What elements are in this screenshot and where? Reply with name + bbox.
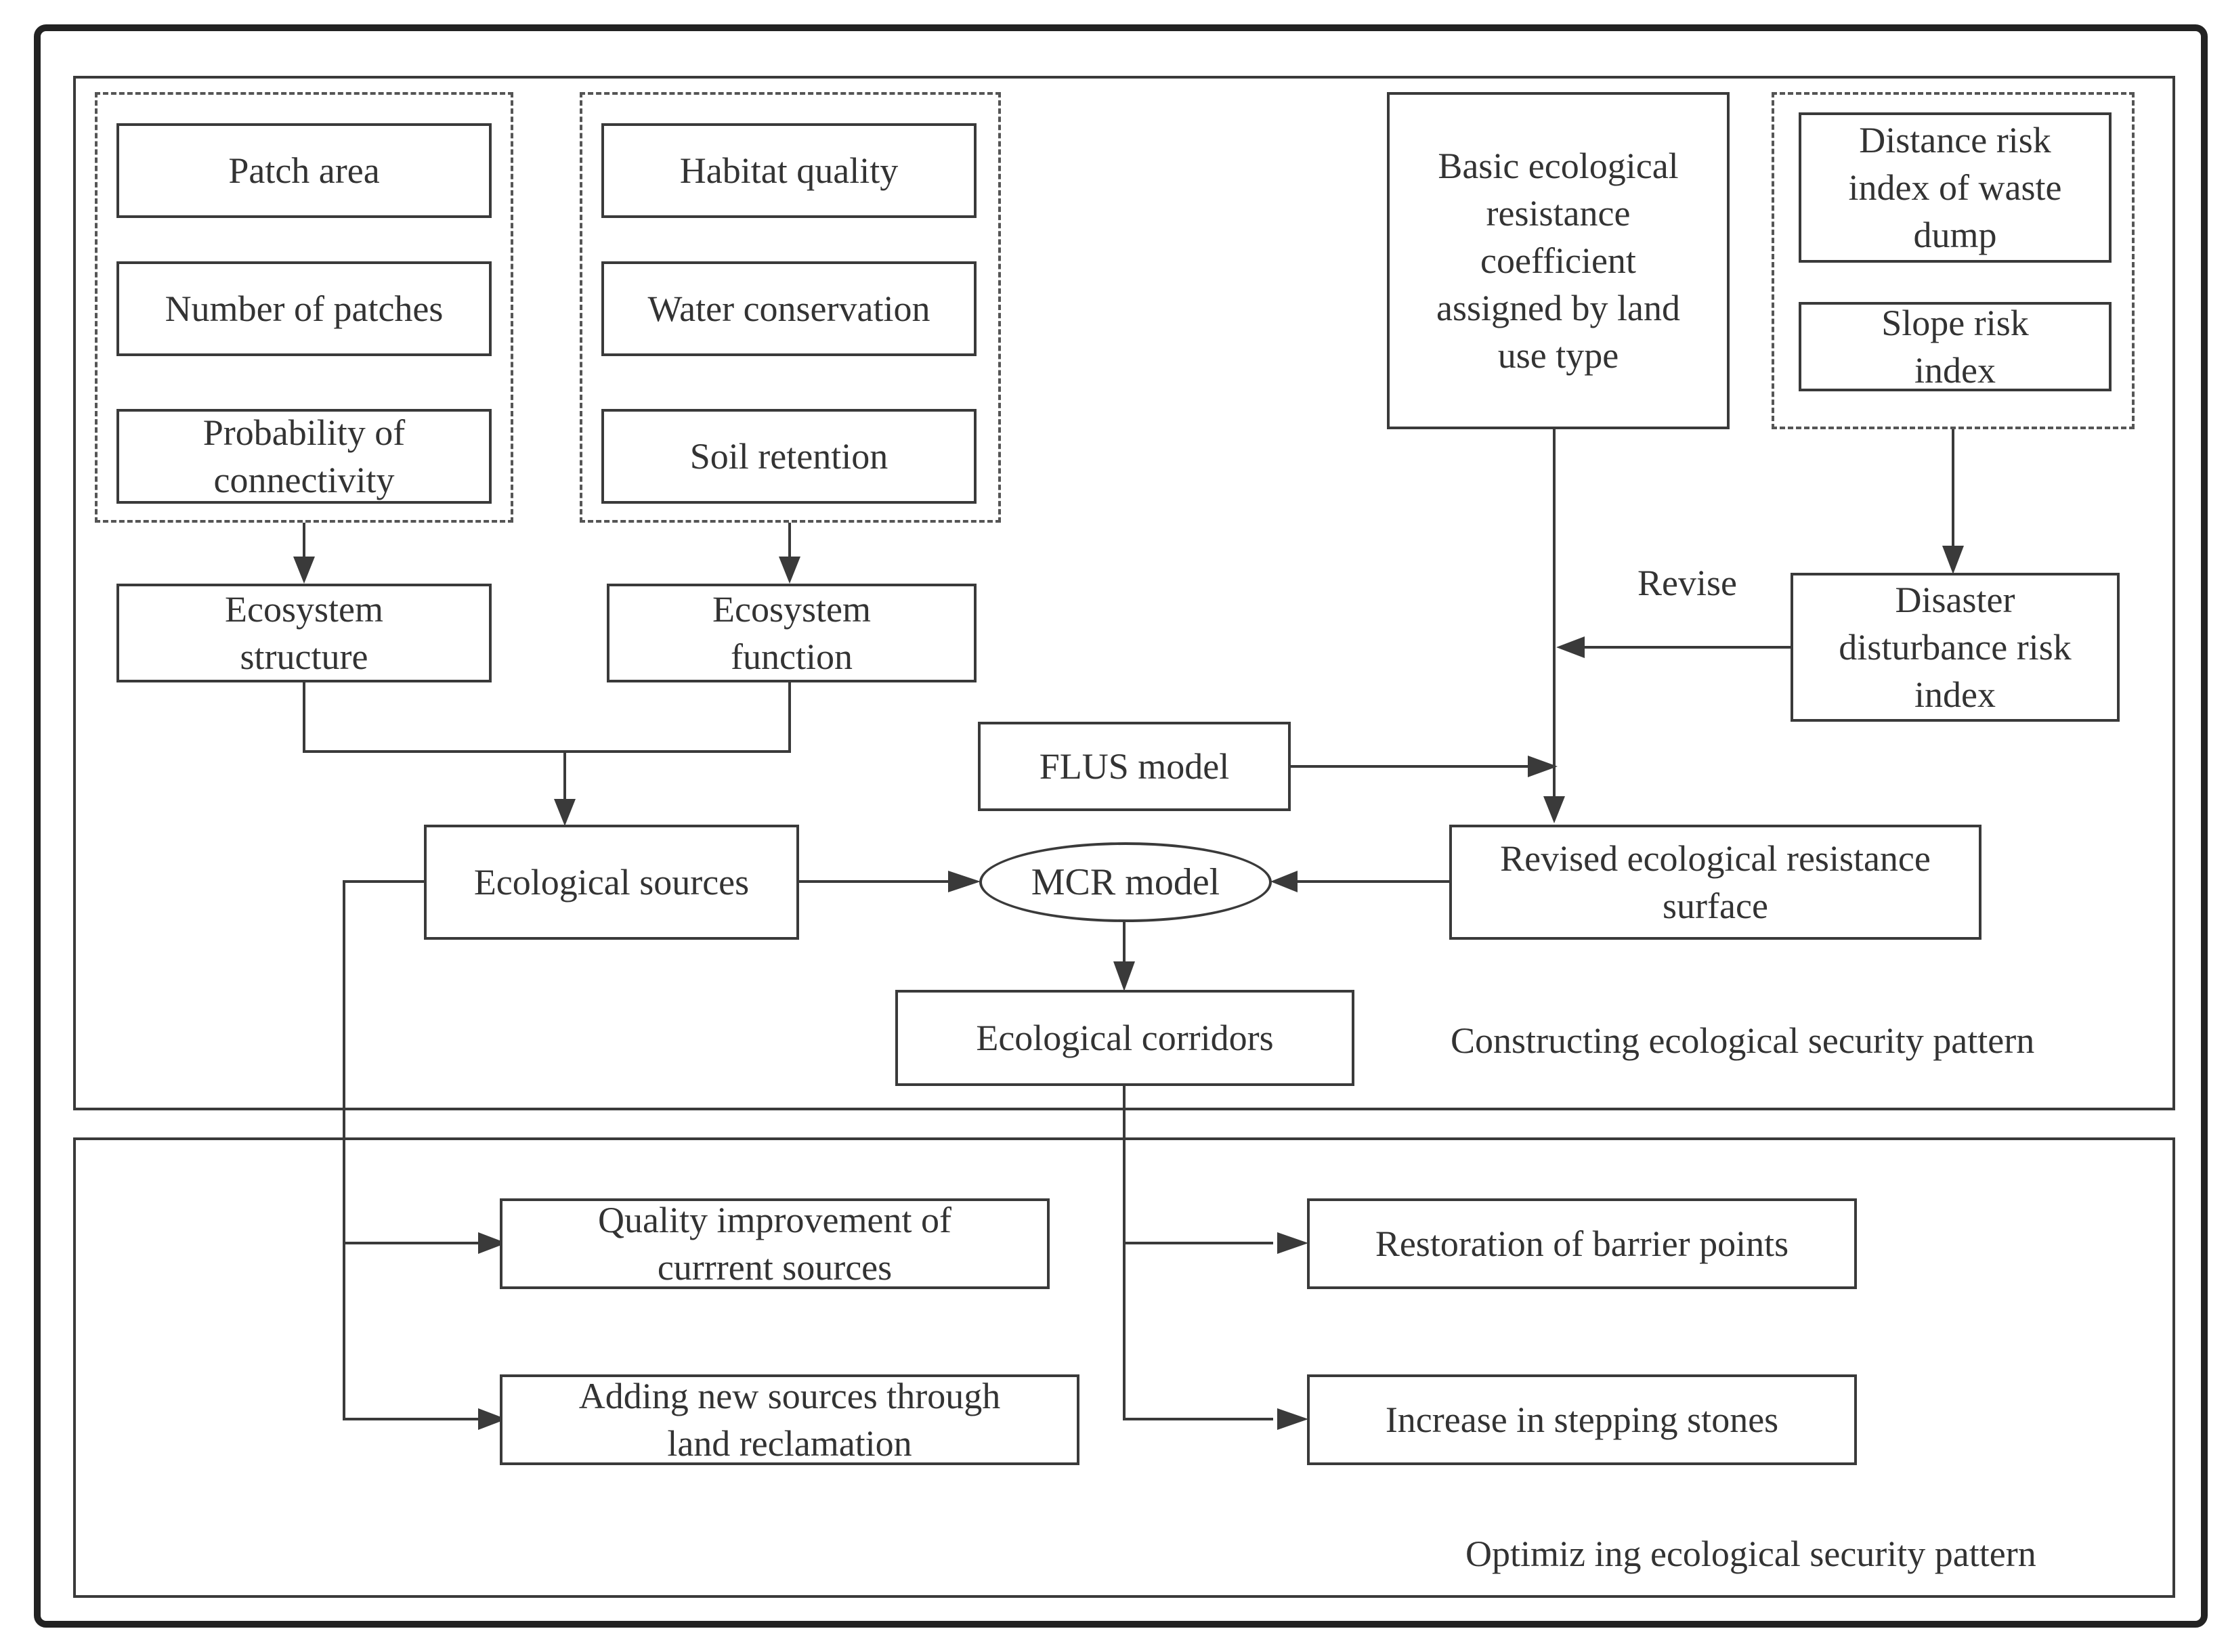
outer-frame — [34, 24, 2208, 1628]
ecological-corridors-box: Ecological corridors — [895, 990, 1354, 1086]
adding-new-sources-box: Adding new sources through land reclamat… — [500, 1374, 1079, 1465]
stepping-stones-box: Increase in stepping stones — [1307, 1374, 1857, 1465]
revise-label: Revise — [1637, 563, 1737, 603]
probability-of-connectivity-box: Probability of connectivity — [116, 409, 492, 504]
risk-indicators-group — [1772, 92, 2135, 429]
revised-resistance-surface-box: Revised ecological resistance surface — [1449, 825, 1981, 940]
number-of-patches-box: Number of patches — [116, 261, 492, 356]
basic-resistance-coefficient-box: Basic ecological resistance coefficient … — [1387, 92, 1730, 429]
patch-area-box: Patch area — [116, 123, 492, 218]
quality-improvement-box: Quality improvement of currrent sources — [500, 1198, 1050, 1289]
restoration-barrier-points-box: Restoration of barrier points — [1307, 1198, 1857, 1289]
ecosystem-function-box: Ecosystem function — [607, 584, 977, 682]
slope-risk-box: Slope risk index — [1799, 302, 2112, 391]
distance-risk-box: Distance risk index of waste dump — [1799, 112, 2112, 263]
water-conservation-box: Water conservation — [601, 261, 977, 356]
habitat-quality-box: Habitat quality — [601, 123, 977, 218]
ecosystem-structure-box: Ecosystem structure — [116, 584, 492, 682]
function-indicators-group — [580, 92, 1001, 523]
flus-model-box: FLUS model — [978, 722, 1291, 811]
optimizing-section-label: Optimiz ing ecological security pattern — [1465, 1534, 2036, 1574]
soil-retention-box: Soil retention — [601, 409, 977, 504]
structure-indicators-group — [95, 92, 513, 523]
constructing-section-label: Constructing ecological security pattern — [1451, 1020, 2035, 1061]
disaster-disturbance-risk-box: Disaster disturbance risk index — [1791, 573, 2120, 722]
mcr-model-ellipse: MCR model — [979, 842, 1272, 922]
ecological-sources-box: Ecological sources — [424, 825, 799, 940]
